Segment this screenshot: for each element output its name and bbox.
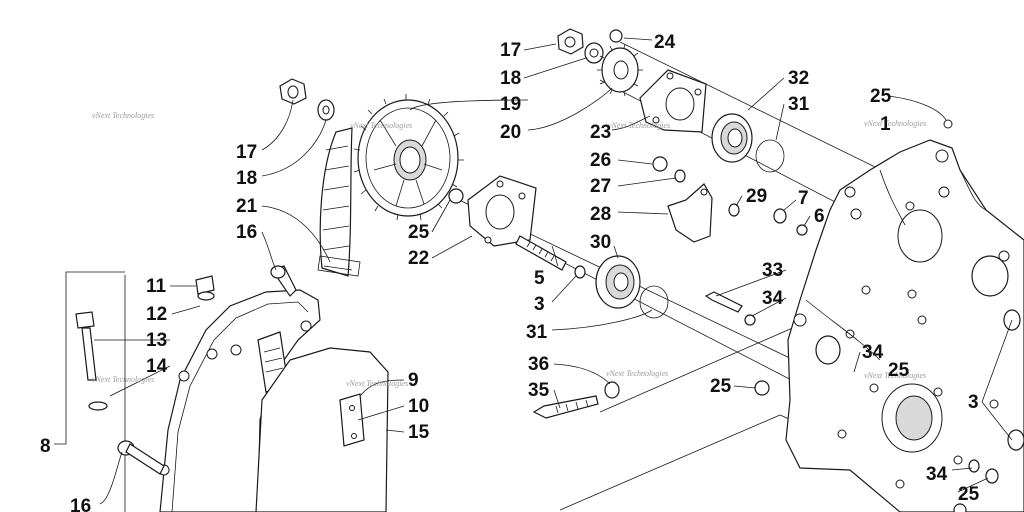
callout-16-top: 16 <box>236 222 257 243</box>
bolt-16-top <box>270 265 297 297</box>
callout-27: 27 <box>590 176 611 197</box>
bolt-33 <box>704 291 743 313</box>
washer-36 <box>604 381 620 399</box>
callout-34-left: 34 <box>762 288 784 309</box>
callout-36: 36 <box>528 354 549 375</box>
snap-ring-31-bottom <box>639 285 669 319</box>
watermark-text: vNext Technologies <box>864 371 926 380</box>
callout-17-top: 17 <box>500 40 521 61</box>
nut-17-left <box>279 78 307 105</box>
dipstick-13 <box>75 311 97 381</box>
callout-7: 7 <box>798 188 809 209</box>
nut-25-lower <box>754 380 770 396</box>
callout-31-bottom: 31 <box>526 322 548 343</box>
callout-3-left: 3 <box>534 294 545 315</box>
watermark-text: vNext Technologies <box>864 119 926 128</box>
callout-6: 6 <box>814 206 825 227</box>
watermark-text: vNext Technologies <box>92 375 154 384</box>
large-sprocket <box>353 94 464 221</box>
bracket-28 <box>667 183 713 243</box>
callout-25-plate: 25 <box>408 222 430 243</box>
bearing-30 <box>595 255 641 309</box>
callout-25-case-mid: 25 <box>888 360 910 381</box>
nut-26 <box>652 156 668 172</box>
callout-8: 8 <box>40 436 51 457</box>
callout-20: 20 <box>500 122 521 143</box>
watermark-text: vNext Technologies <box>92 111 154 120</box>
callout-13: 13 <box>146 330 167 351</box>
callout-18-top: 18 <box>500 68 521 89</box>
watermarks: vNext Technologies vNext Technologies vN… <box>92 111 926 388</box>
callout-21: 21 <box>236 196 258 217</box>
washer-18-left <box>317 99 335 121</box>
callout-25-lower: 25 <box>710 376 732 397</box>
callout-23: 23 <box>590 122 611 143</box>
watermark-text: vNext Technologies <box>350 121 412 130</box>
bolt-35 <box>532 395 599 419</box>
callout-32: 32 <box>788 68 809 89</box>
callout-25-case-top: 25 <box>870 86 892 107</box>
vent-plug-11 <box>195 275 215 301</box>
callout-11: 11 <box>146 276 167 297</box>
callout-16-bottom: 16 <box>70 496 91 512</box>
callout-25-bottom: 25 <box>958 484 980 505</box>
stud-5 <box>515 235 567 271</box>
callout-33: 33 <box>762 260 783 281</box>
callout-31-top: 31 <box>788 94 810 115</box>
nut-25-case-bottom <box>953 459 999 512</box>
callout-10: 10 <box>408 396 429 417</box>
watermark-text: vNext Technologies <box>346 379 408 388</box>
washer-3 <box>574 265 586 279</box>
callout-labels: 17 18 21 16 17 18 19 20 24 32 31 23 25 1… <box>40 32 980 512</box>
drive-chain <box>317 127 361 277</box>
callout-18-left: 18 <box>236 168 257 189</box>
o-ring-14 <box>88 401 108 411</box>
callout-15: 15 <box>408 422 430 443</box>
bearing-32 <box>711 113 753 163</box>
watermark-text: vNext Technologies <box>606 369 668 378</box>
washer-27 <box>674 169 686 183</box>
callout-24: 24 <box>654 32 676 53</box>
callout-1: 1 <box>880 114 891 135</box>
nut-17-top <box>557 28 584 55</box>
gear-case-housing <box>785 119 1024 512</box>
callout-14: 14 <box>146 356 168 377</box>
callout-12: 12 <box>146 304 167 325</box>
nut-24 <box>609 29 623 43</box>
callout-5: 5 <box>534 268 545 289</box>
inspection-cover-15 <box>255 347 389 512</box>
callout-35: 35 <box>528 380 550 401</box>
callout-34-bottom: 34 <box>926 464 948 485</box>
snap-ring-31-top <box>755 139 785 173</box>
bearing-plate-22 <box>467 175 537 247</box>
bearing-plate-23 <box>639 69 707 133</box>
small-sprocket <box>597 43 643 97</box>
watermark-text: vNext Technologies <box>608 121 670 130</box>
leader-lines <box>54 37 1013 505</box>
callout-26: 26 <box>590 150 611 171</box>
callout-29: 29 <box>746 186 767 207</box>
nut-7 <box>773 208 787 224</box>
callout-17-left: 17 <box>236 142 257 163</box>
nut-25-plate <box>448 188 464 204</box>
callout-28: 28 <box>590 204 611 225</box>
washer-18-top <box>584 42 604 64</box>
bolt-16-bottom <box>117 440 165 475</box>
washer-29 <box>728 203 740 217</box>
callout-3-right: 3 <box>968 392 979 413</box>
callout-22: 22 <box>408 248 429 269</box>
callout-30: 30 <box>590 232 611 253</box>
washer-6 <box>796 224 808 236</box>
callout-34-case: 34 <box>862 342 884 363</box>
callout-19: 19 <box>500 94 521 115</box>
callout-9: 9 <box>408 370 419 391</box>
washer-34 <box>744 314 756 326</box>
